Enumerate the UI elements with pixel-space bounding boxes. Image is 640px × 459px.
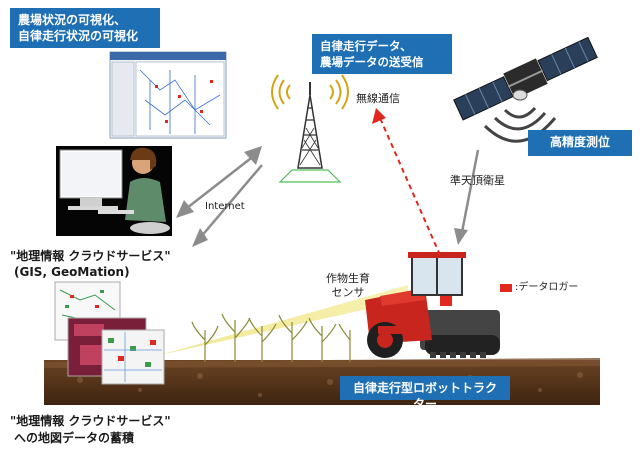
label-high-precision-positioning: 高精度測位 [528,130,632,156]
satellite-arrow [454,149,480,245]
tractor-icon [365,252,500,358]
label-wireless: 無線通信 [356,92,400,105]
tower-workstation-arrow [176,146,262,218]
logger-square-icon [440,296,452,306]
crop-plant-icon [191,313,351,362]
wireless-arrow [372,108,441,256]
label-cloud-service-bottom-sub: への地図データの蓄積 [14,431,135,445]
label-data-logger: :データロガー [515,282,579,293]
workstation-cloud-arrow [192,164,263,247]
label-internet: Internet [205,201,245,212]
gis-screenshot-icon [109,51,227,139]
satellite-icon [453,36,598,143]
radio-tower-icon [271,74,349,183]
map-stack-icon [54,281,165,385]
logger-legend-square [500,284,512,292]
label-cloud-service-top: "地理情報 クラウドサービス" [10,249,171,263]
label-robot-tractor: 自律走行型ロボットトラクター [340,376,510,411]
label-cloud-service-top-sub: (GIS, GeoMation) [14,265,130,279]
label-qzss: 準天頂衛星 [450,174,505,187]
sensor-beam [160,285,408,355]
label-crop-sensor: 作物生育 センサ [326,272,370,299]
label-farm-visualization: 農場状況の可視化、 自律走行状況の可視化 [10,8,160,48]
operator-workstation-icon [56,146,172,236]
label-data-transmission: 自律走行データ、 農場データの送受信 [312,34,452,74]
label-cloud-service-bottom: "地理情報 クラウドサービス" [10,414,171,428]
